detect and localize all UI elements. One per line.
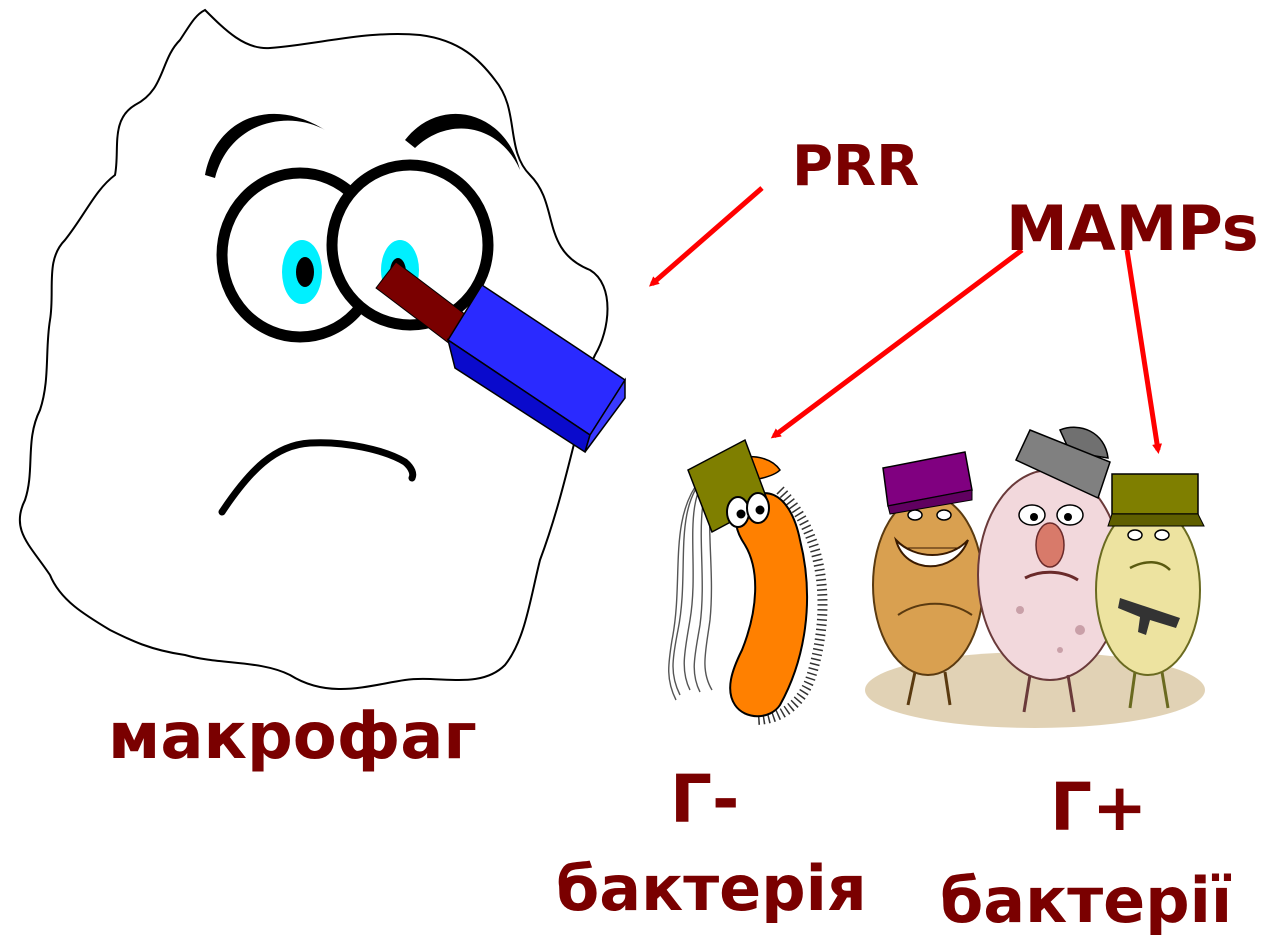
gram-negative-bacterium: [669, 440, 823, 720]
arrow-prr: [652, 188, 762, 284]
label-prr: PRR: [792, 134, 919, 199]
macrophage-cell: [20, 10, 625, 689]
label-macrophage: макрофаг: [108, 700, 477, 774]
label-gram-positive-word: бактерії: [940, 864, 1232, 937]
label-gram-positive-sign: Г+: [1050, 769, 1147, 846]
arrow-mamps-gram-positive: [1127, 250, 1158, 450]
mamp-olive-block: [1108, 474, 1204, 526]
mamp-purple-block: [883, 452, 972, 514]
label-gram-negative-sign: Г-: [670, 761, 739, 838]
gram-positive-bacteria-group: [865, 427, 1205, 728]
arrow-mamps-gram-negative: [774, 250, 1022, 436]
label-mamps: MAMPs: [1006, 192, 1259, 265]
label-gram-negative-word: бактерія: [556, 852, 867, 925]
